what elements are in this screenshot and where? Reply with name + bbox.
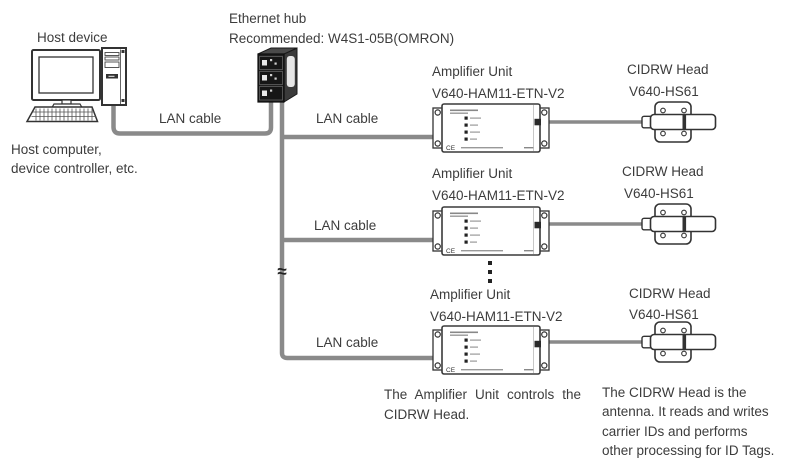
head2-title-label: CIDRW Head <box>622 164 704 179</box>
amplifier-note: The Amplifier Unit controls the CIDRW He… <box>384 385 581 425</box>
cidrw-head-2-drawing <box>641 203 717 245</box>
amplifier-unit-1-drawing: CE <box>432 103 550 153</box>
keyboard-icon <box>25 106 99 123</box>
amp1-title-label: Amplifier Unit <box>432 64 513 79</box>
cable-break-symbol: ≈ <box>277 262 286 281</box>
ethernet-hub-drawing <box>257 47 298 103</box>
host-device-label: Host device <box>37 30 108 45</box>
head-note-line1: The CIDRW Head is the <box>602 385 747 400</box>
ce-mark: CE <box>446 367 456 374</box>
cidrw-head-1-drawing <box>641 101 717 143</box>
host-caption-line2: device controller, etc. <box>11 160 138 176</box>
head-note-line2: antenna. It reads and writes <box>602 404 769 420</box>
amp2-model-label: V640-HAM11-ETN-V2 <box>432 188 565 203</box>
trunk-cable <box>279 100 434 361</box>
lan-cable-label-branch3: LAN cable <box>316 335 379 350</box>
ethernet-hub-label: Ethernet hub <box>229 11 307 26</box>
amp2-title-label: Amplifier Unit <box>432 166 513 181</box>
amp3-title-label: Amplifier Unit <box>430 287 511 302</box>
head-note: The CIDRW Head is the antenna. It reads … <box>602 383 774 461</box>
lan-cable-label-branch2: LAN cable <box>314 218 377 233</box>
amplifier-unit-3-drawing: CE <box>432 325 550 375</box>
ce-mark: CE <box>446 145 456 152</box>
tower-icon <box>101 47 127 106</box>
continuation-dots-icon <box>488 261 492 283</box>
lan-cables <box>111 100 650 361</box>
amplifier-note-line2: CIDRW Head. <box>384 407 470 422</box>
amp3-model-label: V640-HAM11-ETN-V2 <box>430 309 563 324</box>
lan-cable-label-host: LAN cable <box>159 111 222 126</box>
head1-title-label: CIDRW Head <box>627 62 709 77</box>
head1-model-label: V640-HS61 <box>629 84 699 99</box>
host-computer-drawing <box>25 47 127 123</box>
host-to-hub-cable <box>111 100 274 136</box>
host-caption-line1: Host computer, <box>11 142 102 157</box>
monitor-icon <box>31 49 101 109</box>
lan-cable-label-branch1: LAN cable <box>316 111 379 126</box>
hub-port-modules <box>259 56 283 101</box>
head3-title-label: CIDRW Head <box>629 286 711 301</box>
head2-model-label: V640-HS61 <box>624 186 694 201</box>
head-note-line3: carrier IDs and performs <box>602 423 748 439</box>
cidrw-head-3-drawing <box>641 321 717 363</box>
head3-model-label: V640-HS61 <box>629 307 699 322</box>
host-caption: Host computer, device controller, etc. <box>11 141 138 178</box>
amplifier-unit-2-drawing: CE <box>432 206 550 256</box>
amplifier-note-line1: The Amplifier Unit controls the <box>384 387 581 402</box>
ce-mark: CE <box>446 248 456 255</box>
head-note-line4: other processing for ID Tags. <box>602 443 775 459</box>
hub-recommended-label: Recommended: W4S1-05B(OMRON) <box>229 31 455 46</box>
amp1-model-label: V640-HAM11-ETN-V2 <box>432 86 565 101</box>
